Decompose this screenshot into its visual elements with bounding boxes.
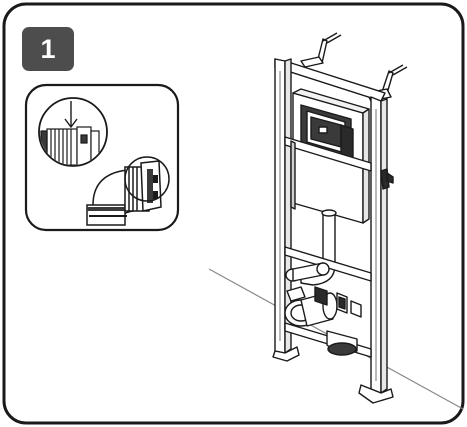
wc-installation-frame: [272, 32, 408, 404]
right-foot: [358, 384, 394, 404]
waste-outlet: [326, 330, 358, 356]
detail-magnifier-inset: [24, 83, 180, 232]
wall-bracket-right: [366, 64, 408, 102]
down-arrow-icon: [64, 101, 78, 129]
flush-pipe: [322, 210, 336, 266]
left-foot: [272, 346, 300, 362]
wall-bracket-left: [300, 32, 342, 68]
water-inlet-pipe: [285, 262, 330, 282]
zoom-detail-circle: [38, 97, 108, 167]
middle-crossbar: [284, 136, 372, 172]
lower-crossbar: [284, 246, 372, 282]
step-number-badge: 1: [22, 27, 74, 71]
pipe-bend-detail: [86, 156, 170, 226]
